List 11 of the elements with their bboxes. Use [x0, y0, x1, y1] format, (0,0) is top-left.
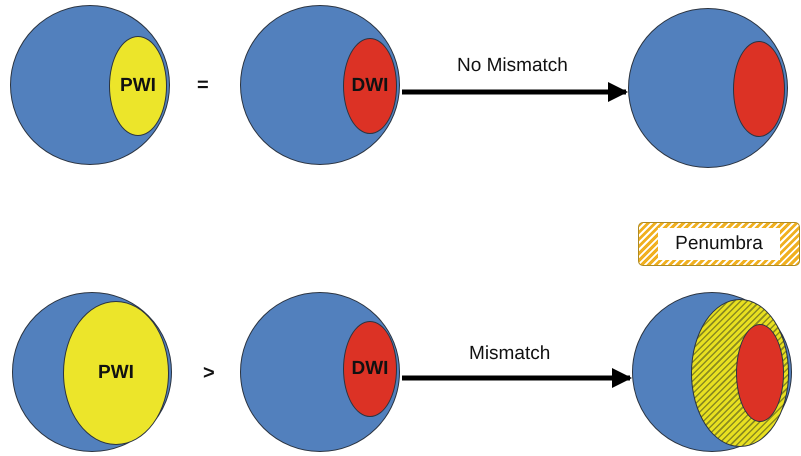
- node-label: PWI: [120, 75, 156, 97]
- node-label: DWI: [352, 358, 388, 380]
- legend-label: Penumbra: [658, 228, 780, 260]
- lesion-ellipse: [733, 41, 785, 137]
- equals-sign: =: [197, 74, 209, 97]
- node-label: PWI: [98, 362, 134, 384]
- node-label: DWI: [352, 75, 388, 97]
- arrow: [402, 368, 632, 388]
- greater-than-sign: >: [203, 362, 215, 385]
- lesion-ellipse: [736, 324, 784, 422]
- arrow: [402, 82, 628, 102]
